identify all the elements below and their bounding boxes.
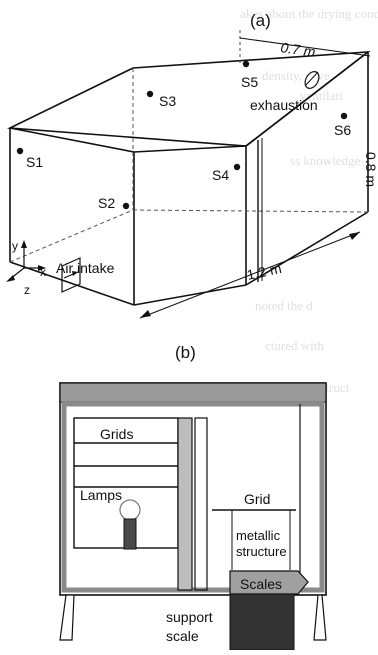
- sensor-s6-dot: [340, 112, 348, 120]
- width-dimension-arrow: [239, 37, 371, 57]
- exhaustion-fan-icon: [304, 71, 320, 89]
- length-dimension-arrow: [139, 231, 361, 319]
- center-column: [177, 417, 193, 591]
- cabinet-top-bar: [59, 382, 327, 403]
- sensor-s4-dot: [233, 163, 241, 171]
- metallic-label-line1: metallic: [236, 528, 281, 543]
- lamp-bulb-icon: [119, 499, 141, 550]
- svg-text:density, deve: density, deve: [262, 68, 330, 83]
- panel-a-label: (a): [250, 11, 271, 30]
- sensor-s2-label: S2: [98, 195, 115, 211]
- panel-a: (a) 0.7: [6, 11, 378, 319]
- panel-b: (b) Grids Lamps Grid metallic structure: [59, 343, 327, 651]
- support-scale-pillar: [229, 593, 295, 651]
- lamps-label: Lamps: [80, 487, 122, 503]
- support-label-line2: scale: [166, 628, 199, 644]
- coordinate-axes: [6, 240, 46, 282]
- cabinet-legs: [59, 594, 327, 641]
- sensor-s5-dot: [242, 60, 250, 68]
- length-arrowhead-right: [349, 232, 360, 240]
- grid-label: Grid: [244, 491, 270, 507]
- exhaustion-label: exhaustion: [250, 97, 318, 113]
- support-label-line1: support: [166, 609, 213, 625]
- svg-text:noted the d: noted the d: [255, 298, 313, 313]
- axis-y-label: y: [12, 239, 18, 253]
- air-intake-icon: [61, 257, 81, 293]
- height-dimension-label: 0.8 m: [363, 152, 378, 187]
- hidden-edges: [9, 68, 369, 263]
- box-wireframe: [6, 51, 371, 306]
- sensor-s1-label: S1: [26, 154, 43, 170]
- sensor-s2-dot: [122, 202, 130, 210]
- svg-text:akes about the drying conditio: akes about the drying conditio: [240, 6, 378, 21]
- axis-x-label: x: [40, 265, 46, 279]
- grids-label: Grids: [100, 426, 133, 442]
- sensor-s6-label: S6: [334, 122, 351, 138]
- sensors: S1 S2 S3 S4 S5 S6: [16, 60, 351, 211]
- length-dimension-label: 1.2 m: [245, 260, 283, 283]
- length-arrowhead-left: [140, 310, 151, 318]
- sensor-s3-label: S3: [159, 93, 176, 109]
- panel-b-label: (b): [175, 343, 196, 362]
- scales-box: [229, 570, 309, 595]
- air-intake-label: Air intake: [56, 260, 115, 276]
- sensor-s3-dot: [146, 90, 154, 98]
- axis-z-label: z: [24, 283, 30, 297]
- sensor-s1-dot: [16, 147, 24, 155]
- sensor-s4-label: S4: [212, 167, 229, 183]
- svg-text:ss knowledge: ss knowledge: [290, 153, 361, 168]
- center-column-2: [194, 417, 208, 591]
- cabinet-frame: [61, 401, 325, 593]
- svg-text:ventilati: ventilati: [300, 88, 343, 103]
- width-dimension-label: 0.7 m: [280, 39, 317, 60]
- metallic-label-line2: structure: [236, 544, 287, 559]
- scales-label: Scales: [240, 576, 282, 592]
- background-text: akes about the drying conditio density, …: [240, 6, 378, 395]
- sensor-s5-label: S5: [241, 74, 258, 90]
- svg-text:ctured with: ctured with: [265, 338, 324, 353]
